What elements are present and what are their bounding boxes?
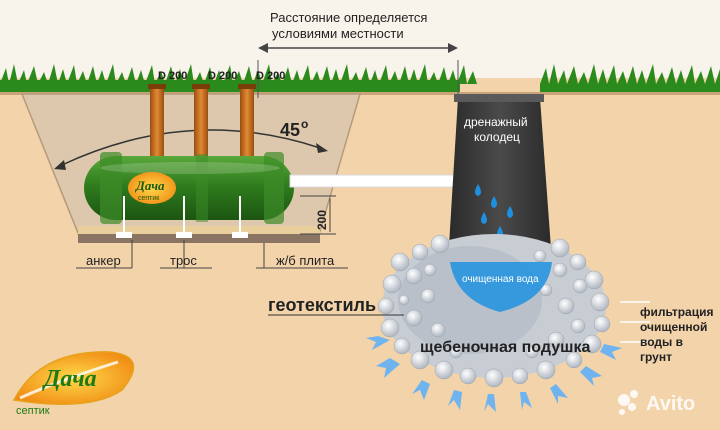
anchor-1 — [116, 232, 132, 238]
pipe-3-label: D 200 — [256, 70, 285, 82]
distance-note-line1: Расстояние определяется — [270, 10, 427, 25]
pipe-2 — [194, 86, 208, 156]
outflow-arrows — [366, 336, 622, 412]
well-label-line1: дренажный — [464, 115, 528, 129]
distance-arrow-right — [448, 43, 458, 53]
pipe-3-cap — [238, 84, 256, 89]
filtration-label-3: воды в — [640, 335, 683, 349]
anchor-3 — [232, 232, 248, 238]
slope-angle-label: 45 — [280, 120, 300, 140]
concrete-slab — [78, 234, 320, 243]
logo-name: Дача — [42, 366, 97, 392]
distance-arrow-left — [258, 43, 268, 53]
distance-note-line2: условиями местности — [272, 26, 404, 41]
well-label-line2: колодец — [474, 130, 520, 144]
outlet-pipe — [289, 174, 469, 188]
anchor-label: анкер — [86, 253, 121, 268]
septic-tank — [84, 156, 294, 220]
watermark-text: Avito — [646, 393, 695, 415]
slope-arc — [61, 129, 321, 166]
tank-badge: Дача септик — [128, 172, 176, 204]
anchor-2 — [176, 232, 192, 238]
tank-highlight — [100, 162, 280, 174]
grass-left — [0, 64, 477, 94]
sand-bed — [78, 226, 320, 236]
depth-label: 200 — [315, 210, 329, 230]
tank-badge-sub: септик — [138, 195, 160, 202]
pipe-2-label: D 200 — [208, 70, 237, 82]
filtration-label-2: очищенной — [640, 320, 707, 334]
geotextile-label: геотекстиль — [268, 295, 376, 315]
dacha-logo: Дача септик — [12, 351, 135, 417]
tank-rib-1 — [100, 152, 122, 224]
tank-rib-3 — [196, 154, 208, 222]
slope-arc-arrow-left — [54, 160, 66, 170]
cable-label: трос — [170, 253, 197, 268]
well-rim — [454, 94, 544, 102]
sky — [0, 0, 720, 78]
filtration-label-4: грунт — [640, 350, 672, 364]
slope-degree-mark: о — [301, 117, 308, 131]
pipe-3 — [240, 86, 254, 156]
gravel-cushion-label: щебеночная подушка — [420, 339, 590, 356]
tank-badge-name: Дача — [135, 178, 165, 193]
purified-water-label: очищенная вода — [462, 274, 539, 285]
slope-arc-arrow-right — [316, 143, 328, 153]
filtration-label-1: фильтрация — [640, 305, 713, 319]
grass-right — [540, 64, 720, 94]
pipe-1-label: D 200 — [158, 70, 187, 82]
pipe-2-cap — [192, 84, 210, 89]
slab-label: ж/б плита — [276, 253, 335, 268]
avito-watermark: Avito — [618, 390, 695, 415]
purified-water-zone — [450, 262, 552, 312]
pipe-1-cap — [148, 84, 166, 89]
gravel-stones — [377, 234, 611, 388]
logo-sub: септик — [16, 405, 50, 417]
drainage-well — [448, 98, 552, 262]
tank-rib-2 — [264, 152, 284, 224]
pipe-1 — [150, 86, 164, 156]
